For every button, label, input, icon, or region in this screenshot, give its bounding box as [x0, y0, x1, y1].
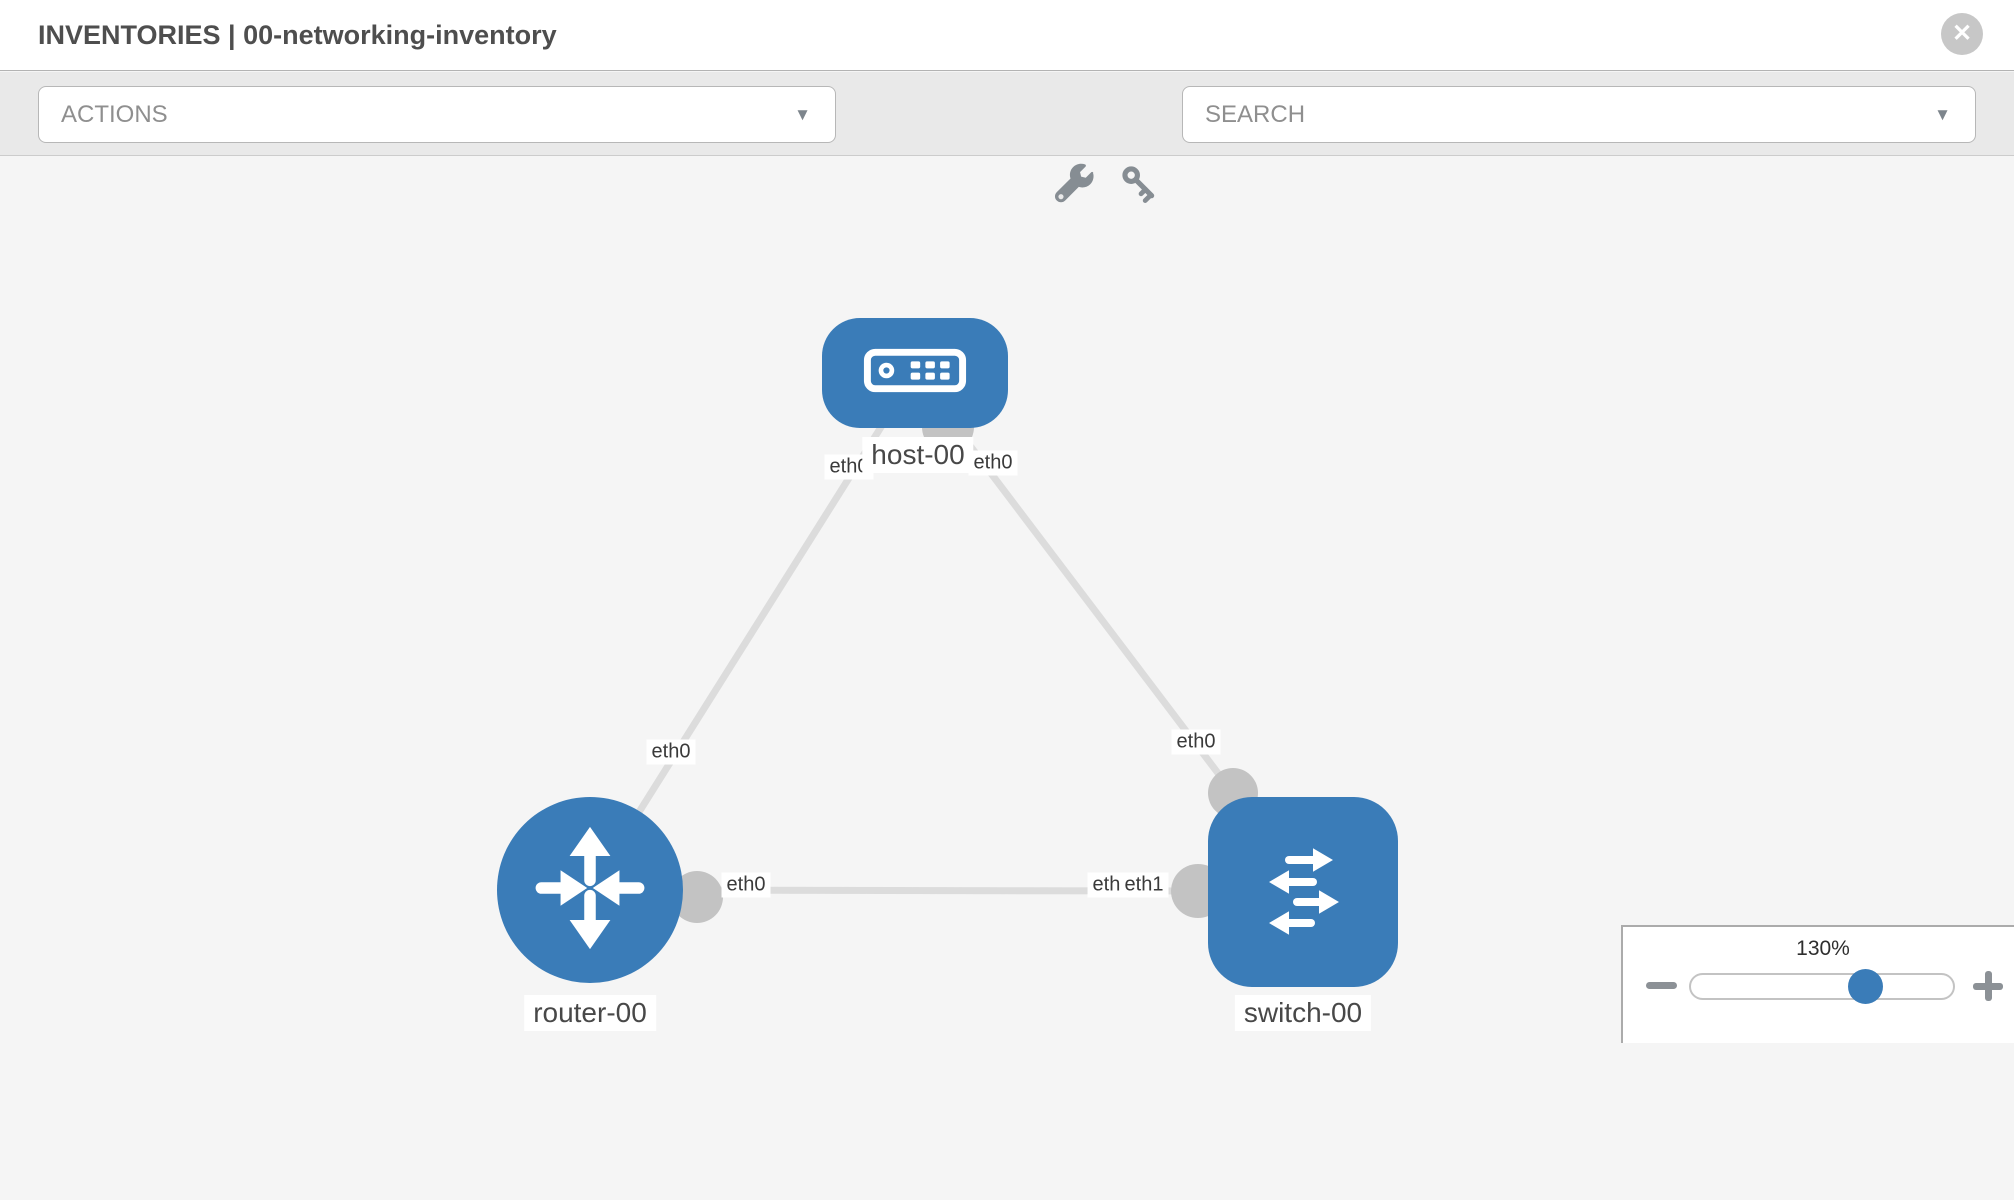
zoom-out-button[interactable] [1646, 982, 1677, 989]
zoom-slider-track[interactable] [1689, 973, 1955, 1000]
toolbar: ACTIONS ▼ SEARCH ▼ [0, 72, 2014, 203]
configure-tools-button[interactable] [1052, 162, 1096, 206]
chevron-down-icon: ▼ [794, 105, 811, 124]
key-icon [1118, 166, 1162, 210]
router-arrows-icon [526, 824, 654, 957]
server-icon [863, 348, 967, 398]
node-label-router: router-00 [524, 995, 656, 1031]
node-label-switch: switch-00 [1234, 995, 1372, 1031]
credentials-button[interactable] [1118, 162, 1162, 206]
zoom-in-button[interactable] [1973, 971, 2003, 1001]
close-icon[interactable]: ✕ [1941, 13, 1983, 55]
node-label-host: host-00 [862, 437, 974, 473]
topology-canvas[interactable]: host-00 router-00 switch-00 eth0 eth0 et… [0, 157, 2014, 1200]
if-label-router-eth0-uplink: eth0 [646, 739, 696, 765]
actions-dropdown[interactable]: ACTIONS ▼ [38, 86, 836, 143]
node-host[interactable] [822, 318, 1008, 428]
port-router-eth0 [671, 871, 723, 923]
zoom-slider-thumb[interactable] [1848, 969, 1883, 1004]
node-router[interactable] [497, 797, 683, 983]
switch-arrows-icon [1244, 840, 1362, 945]
wrench-icon [1052, 163, 1096, 210]
topology-links-layer [587, 370, 1258, 923]
if-label-switch-eth1: eth1 [1119, 872, 1169, 898]
if-label-router-eth0: eth0 [721, 872, 771, 898]
search-dropdown[interactable]: SEARCH ▼ [1182, 86, 1976, 143]
search-dropdown-label: SEARCH [1205, 101, 1306, 128]
zoom-level-value: 130% [1796, 937, 1850, 960]
if-label-host-eth0-right: eth0 [968, 450, 1018, 476]
actions-dropdown-label: ACTIONS [61, 101, 168, 128]
page-title: INVENTORIES | 00-networking-inventory [38, 20, 557, 50]
header-bar: INVENTORIES | 00-networking-inventory ✕ [0, 0, 2014, 71]
if-label-host-eth0-left: eth0 [824, 454, 874, 480]
zoom-control-panel: 130% [1621, 925, 2014, 1043]
if-label-switch-eth0: eth0 [1171, 729, 1221, 755]
chevron-down-icon: ▼ [1934, 105, 1951, 124]
node-switch[interactable] [1208, 797, 1398, 987]
